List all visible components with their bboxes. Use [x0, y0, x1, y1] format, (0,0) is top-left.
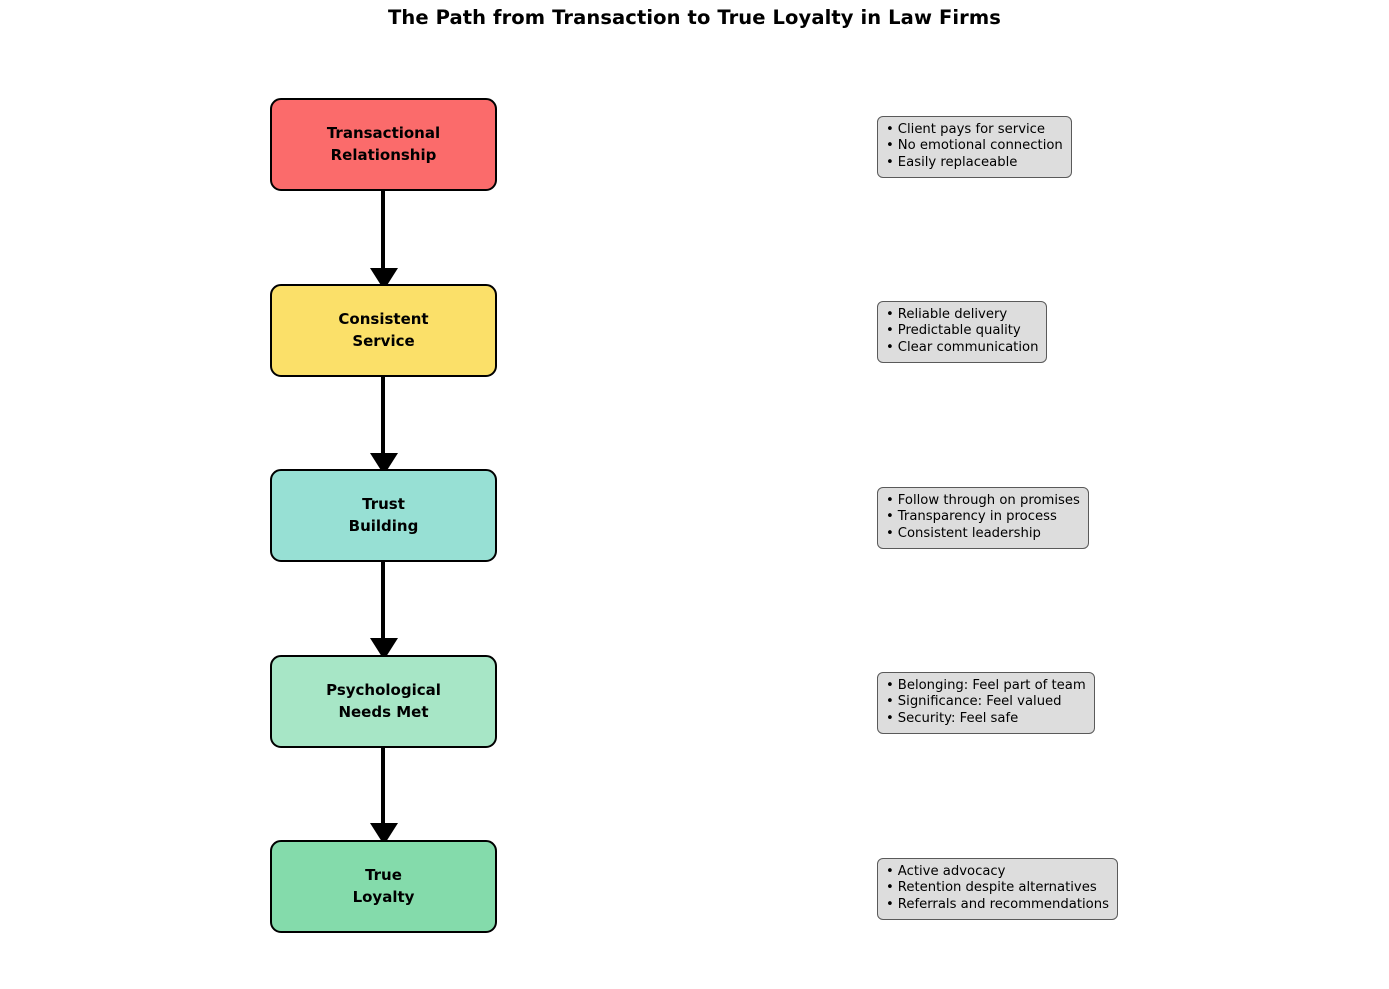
page-title: The Path from Transaction to True Loyalt… — [387, 6, 1001, 29]
arrow-shaft — [381, 188, 386, 280]
bullet-icon: • — [886, 896, 894, 912]
note-line: •Significance: Feel valued — [886, 694, 1086, 710]
note-text: Reliable delivery — [897, 307, 1008, 322]
bullet-icon: • — [886, 323, 894, 339]
note-text: Transparency in process — [897, 509, 1057, 525]
flow-arrow-1 — [369, 188, 398, 290]
note-text: Consistent leadership — [897, 525, 1041, 541]
stage-label: Transactional Relationship — [326, 124, 441, 164]
stage-label: Psychological Needs Met — [326, 681, 441, 721]
note-box-trust-building: •Follow through on promises •Transparenc… — [877, 487, 1089, 550]
note-line: •Consistent leadership — [886, 526, 1080, 542]
note-line: •Transparency in process — [886, 509, 1080, 525]
flow-arrow-3 — [369, 558, 398, 660]
note-line: •Belonging: Feel part of team — [886, 678, 1086, 694]
bullet-icon: • — [886, 122, 894, 137]
stage-label: Consistent Service — [338, 310, 429, 350]
stage-box-transactional-relationship[interactable]: Transactional Relationship — [270, 98, 497, 191]
note-line: •Predictable quality — [886, 323, 1038, 339]
bullet-icon: • — [886, 678, 894, 693]
stage-label: Trust Building — [348, 495, 419, 535]
bullet-icon: • — [886, 307, 894, 322]
note-box-psychological-needs-met: •Belonging: Feel part of team •Significa… — [877, 672, 1095, 735]
note-text: Follow through on promises — [897, 493, 1080, 508]
note-text: Client pays for service — [897, 122, 1046, 137]
note-line: •Easily replaceable — [886, 155, 1063, 171]
bullet-icon: • — [886, 509, 894, 525]
bullet-icon: • — [886, 864, 894, 879]
bullet-icon: • — [886, 154, 894, 170]
stage-label: True Loyalty — [352, 866, 415, 906]
arrow-shaft — [381, 373, 386, 465]
note-text: Referrals and recommendations — [897, 896, 1109, 912]
stage-box-psychological-needs-met[interactable]: Psychological Needs Met — [270, 655, 497, 748]
note-box-consistent-service: •Reliable delivery •Predictable quality … — [877, 301, 1048, 364]
stage-box-trust-building[interactable]: Trust Building — [270, 469, 497, 562]
note-line: •No emotional connection — [886, 138, 1063, 154]
note-text: Retention despite alternatives — [897, 880, 1097, 896]
bullet-icon: • — [886, 493, 894, 508]
bullet-icon: • — [886, 694, 894, 710]
arrow-shaft — [381, 743, 386, 835]
note-line: •Client pays for service — [886, 122, 1063, 138]
note-line: •Reliable delivery — [886, 307, 1038, 323]
flow-arrow-4 — [369, 743, 398, 845]
note-text: Active advocacy — [897, 864, 1006, 879]
note-line: •Follow through on promises — [886, 493, 1080, 509]
note-text: Belonging: Feel part of team — [897, 678, 1086, 693]
arrow-head — [369, 823, 398, 845]
note-text: Predictable quality — [897, 323, 1021, 339]
stage-box-consistent-service[interactable]: Consistent Service — [270, 284, 497, 377]
note-box-true-loyalty: •Active advocacy •Retention despite alte… — [877, 858, 1118, 921]
bullet-icon: • — [886, 880, 894, 896]
bullet-icon: • — [886, 525, 894, 541]
note-line: •Clear communication — [886, 340, 1038, 356]
note-text: Significance: Feel valued — [897, 694, 1062, 710]
stage-box-true-loyalty[interactable]: True Loyalty — [270, 840, 497, 933]
note-text: Clear communication — [897, 339, 1039, 355]
note-line: •Referrals and recommendations — [886, 897, 1109, 913]
note-text: Easily replaceable — [897, 154, 1018, 170]
bullet-icon: • — [886, 710, 894, 726]
note-text: No emotional connection — [897, 138, 1063, 154]
arrow-head — [369, 638, 398, 660]
flow-arrow-2 — [369, 373, 398, 475]
bullet-icon: • — [886, 339, 894, 355]
bullet-icon: • — [886, 138, 894, 154]
note-box-transactional-relationship: •Client pays for service •No emotional c… — [877, 116, 1072, 179]
note-line: •Security: Feel safe — [886, 711, 1086, 727]
arrow-shaft — [381, 558, 386, 650]
note-line: •Active advocacy — [886, 864, 1109, 880]
note-text: Security: Feel safe — [897, 710, 1019, 726]
note-line: •Retention despite alternatives — [886, 880, 1109, 896]
